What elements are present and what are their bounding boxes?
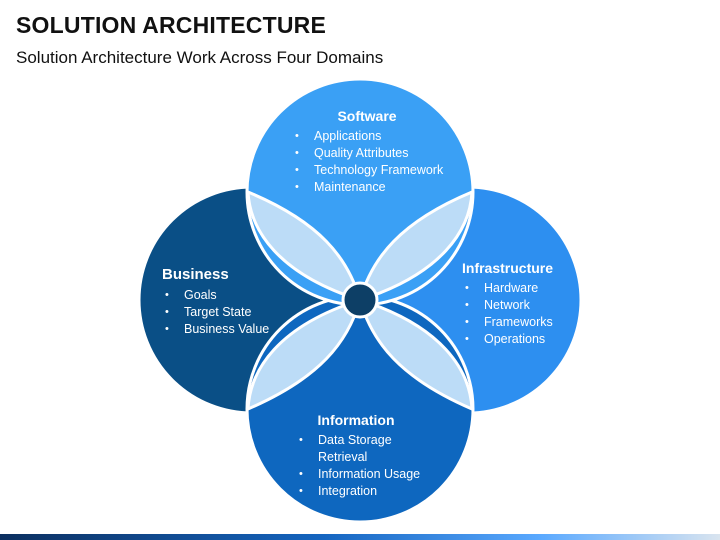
footer-accent-bar: [0, 534, 720, 540]
information-title: Information: [317, 412, 395, 428]
petal-bottom-left: [246, 297, 363, 412]
software-title: Software: [337, 108, 397, 124]
page-title: SOLUTION ARCHITECTURE: [16, 12, 327, 38]
software-domain: Software Applications Quality Attributes…: [292, 108, 443, 196]
information-list: Data Storage Retrieval Information Usage…: [296, 432, 420, 500]
center-hub: [341, 281, 379, 319]
petal-bottom-right: [357, 297, 474, 412]
list-item: Hardware: [462, 280, 553, 297]
business-list: Goals Target State Business Value: [162, 287, 269, 338]
petal-top-right: [357, 189, 474, 303]
page-subtitle: Solution Architecture Work Across Four D…: [16, 48, 384, 67]
petal-top-left: [246, 189, 363, 303]
information-domain: Information Data Storage Retrieval Infor…: [296, 412, 420, 500]
infrastructure-domain: Infrastructure Hardware Network Framewor…: [462, 260, 553, 348]
software-list: Applications Quality Attributes Technolo…: [292, 128, 443, 196]
petal-group: [246, 189, 474, 412]
list-item: Quality Attributes: [292, 145, 443, 162]
list-item: Goals: [162, 287, 269, 304]
list-item: Operations: [462, 331, 553, 348]
list-item: Technology Framework: [292, 162, 443, 179]
infrastructure-title: Infrastructure: [462, 260, 554, 276]
list-item: Business Value: [162, 321, 269, 338]
list-item: Information Usage: [296, 466, 420, 483]
list-item: Maintenance: [292, 179, 443, 196]
list-item: Target State: [162, 304, 269, 321]
list-item: Retrieval: [318, 450, 368, 464]
list-item: Integration: [296, 483, 420, 500]
business-title: Business: [162, 266, 229, 283]
infrastructure-list: Hardware Network Frameworks Operations: [462, 280, 553, 348]
list-item: Applications: [292, 128, 443, 145]
list-item: Data Storage: [296, 432, 420, 449]
list-item: Frameworks: [462, 314, 553, 331]
business-domain: Business Goals Target State Business Val…: [162, 266, 269, 338]
list-item: Network: [462, 297, 553, 314]
